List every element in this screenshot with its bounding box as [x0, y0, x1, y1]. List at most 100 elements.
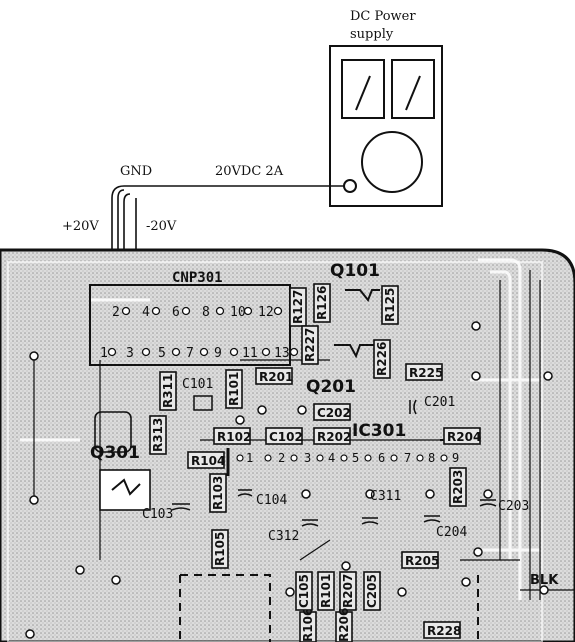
capacitor-c103: C103 — [142, 503, 191, 522]
connector-row-2: 1 3 5 7 9 11 13 — [100, 346, 290, 361]
ic-pin-label: 7 — [404, 451, 411, 465]
ic-pin-label: 3 — [304, 451, 311, 465]
transistor-label: Q301 — [90, 443, 140, 463]
resistor-r225: R225 — [405, 363, 443, 381]
minus-20v-label: -20V — [146, 219, 177, 234]
transistor-q301: Q301 — [90, 411, 151, 511]
pin-label: 7 — [186, 346, 194, 361]
resistor-r102: R102 — [213, 427, 251, 445]
meter-left — [341, 59, 385, 119]
resistor-label: R228 — [427, 624, 461, 638]
capacitor-c311: C311 — [361, 489, 401, 525]
connector-cnp301: CNP301 2 4 6 8 10 12 1 3 5 7 9 11 13 — [100, 270, 299, 361]
meter-right — [391, 59, 435, 119]
connector-label: CNP301 — [172, 270, 223, 286]
resistor-r205: R205 — [401, 551, 439, 569]
capacitor-label: C101 — [182, 377, 213, 392]
resistor-label: R227 — [303, 328, 317, 362]
pin-label: 13 — [274, 346, 290, 361]
resistor-label: R105 — [213, 532, 227, 566]
resistor-r127: R127 — [289, 287, 307, 327]
resistor-label: R103 — [211, 476, 225, 510]
resistor-r104: R104 — [187, 451, 225, 469]
resistors: R201 R225 R102 R202 R204 R104 R205 R228 … — [149, 283, 481, 642]
resistor-label: R126 — [315, 286, 329, 320]
capacitor-label: C204 — [436, 525, 467, 540]
capacitor-label: C201 — [424, 395, 455, 410]
resistor-label: R106 — [301, 608, 315, 642]
capacitor-label: C103 — [142, 507, 173, 522]
ic-pin-label: 2 — [278, 451, 285, 465]
ic-pin-label: 4 — [328, 451, 335, 465]
connector-row-1: 2 4 6 8 10 12 — [112, 305, 274, 320]
resistor-label: R127 — [291, 290, 305, 324]
transistor-label: Q101 — [330, 261, 380, 281]
capacitor-label: C205 — [365, 574, 379, 608]
transistor-label: Q201 — [306, 377, 356, 397]
capacitors: C101 C201 C202 C102 C104 C103 C311 C312 … — [142, 377, 529, 611]
ic-pin-label: 8 — [428, 451, 435, 465]
power-supply-label-line2: supply — [350, 27, 394, 42]
capacitor-c204: C204 — [423, 515, 467, 540]
plus-20v-label: +20V — [62, 219, 99, 234]
resistor-label: R205 — [405, 554, 439, 568]
pin-label: 2 — [112, 305, 120, 320]
resistor-r228: R228 — [423, 621, 461, 639]
resistor-label: R102 — [217, 430, 251, 444]
pin-label: 5 — [158, 346, 166, 361]
power-knob — [361, 131, 423, 193]
resistor-label: R101 — [227, 372, 241, 406]
pin-label: 9 — [214, 346, 222, 361]
capacitor-c203: C203 — [479, 499, 529, 514]
resistor-label: R226 — [375, 342, 389, 376]
capacitor-c201: C201 — [409, 395, 455, 415]
output-terminal — [343, 179, 357, 193]
resistor-label: R206 — [337, 608, 351, 642]
resistor-r206: R206 — [335, 608, 353, 642]
resistor-r125: R125 — [381, 285, 399, 325]
capacitor-label: C202 — [317, 406, 351, 420]
resistor-r311: R311 — [159, 371, 177, 411]
transistor-q201: Q201 — [306, 344, 374, 397]
pin-label: 6 — [172, 305, 180, 320]
pcb-board — [0, 248, 575, 642]
capacitor-c312: C312 — [268, 519, 319, 544]
resistor-r202: R202 — [313, 427, 351, 445]
ic-pin-label: 9 — [452, 451, 459, 465]
pin-label: 12 — [258, 305, 274, 320]
capacitor-label: C102 — [269, 430, 303, 444]
capacitor-c202: C202 — [313, 403, 351, 421]
capacitor-label: C105 — [297, 574, 311, 608]
capacitor-c102: C102 — [265, 427, 303, 445]
blk-label: BLK — [530, 573, 559, 588]
ic-label: IC301 — [352, 421, 406, 441]
capacitor-label: C311 — [370, 489, 401, 504]
resistor-label: R104 — [191, 454, 225, 468]
pin-label: 1 — [100, 346, 108, 361]
capacitor-c101: C101 — [182, 377, 213, 411]
transistor-q101: Q101 — [330, 261, 380, 302]
resistor-r201: R201 — [255, 367, 293, 385]
resistor-r101-top: R101 — [225, 369, 243, 409]
dc-power-supply: DC Power supply — [329, 9, 443, 207]
pin-label: 11 — [242, 346, 258, 361]
ic-pin-label: 1 — [246, 451, 253, 465]
resistor-r203: R203 — [449, 467, 467, 507]
resistor-label: R125 — [383, 288, 397, 322]
resistor-label: R311 — [161, 374, 175, 408]
resistor-r106: R106 — [299, 608, 317, 642]
resistor-label: R225 — [409, 366, 443, 380]
capacitor-label: C104 — [256, 493, 287, 508]
resistor-label: R203 — [451, 470, 465, 504]
resistor-label: R101 — [319, 574, 333, 608]
output-rating-label: 20VDC 2A — [215, 164, 284, 179]
power-supply-label-line1: DC Power — [350, 9, 416, 24]
capacitor-c105: C105 — [295, 571, 313, 611]
ic301: IC301 1 2 3 4 5 6 7 8 9 — [226, 421, 460, 476]
pin-label: 3 — [126, 346, 134, 361]
resistor-r313: R313 — [149, 415, 167, 455]
resistor-label: R204 — [447, 430, 481, 444]
resistor-r101-bottom: R101 — [317, 571, 335, 611]
resistor-label: R207 — [341, 574, 355, 608]
